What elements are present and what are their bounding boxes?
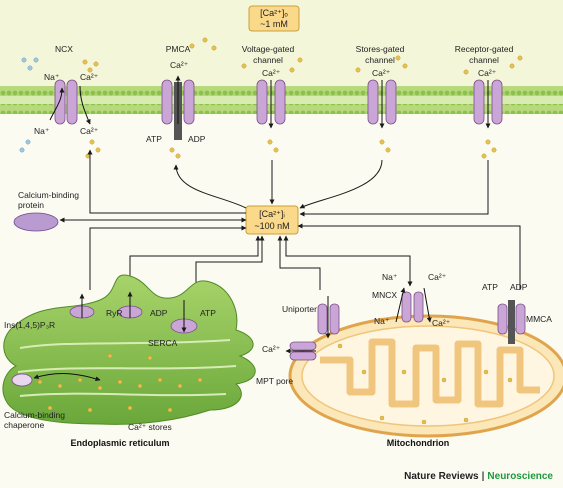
sgc-ca-out: Ca²⁺ (372, 68, 391, 78)
mncx-ca-out: Ca²⁺ (428, 272, 447, 282)
er-title: Endoplasmic reticulum (70, 438, 169, 448)
voltage-gated-label-2: channel (253, 55, 283, 65)
journal-name: Nature Reviews (404, 471, 479, 482)
mito-uniporter (317, 296, 340, 339)
mito-atp: ATP (482, 282, 498, 292)
er-atp-label: ATP (200, 308, 216, 318)
mpt-pore (285, 341, 317, 361)
intracellular-ca-label: [Ca²⁺]ᵢ (259, 209, 285, 219)
ncx-na-in: Na⁺ (34, 126, 50, 136)
sodium-ions (19, 57, 39, 153)
receptor-gated-label-2: channel (469, 55, 499, 65)
credit-separator: | (481, 471, 485, 482)
stores-gated-label-2: channel (365, 55, 395, 65)
calcium-ions (82, 37, 523, 159)
intracellular-ca-value: ~100 nM (254, 221, 289, 231)
ip3-receptor (69, 293, 95, 319)
flux-arrows (59, 149, 521, 290)
ncx-ca-out: Ca²⁺ (80, 72, 99, 82)
uniporter-label: Uniporter (282, 304, 317, 314)
pmca-adp: ADP (188, 134, 206, 144)
mmca-pump (497, 300, 526, 344)
mpt-pore-label: MPT pore (256, 376, 293, 386)
mito-adp: ADP (510, 282, 528, 292)
mncx-label: MNCX (372, 290, 397, 300)
receptor-gated-channel (473, 79, 503, 129)
chaperone-label-1: Calcium-binding (4, 410, 65, 420)
journal-credit: Nature Reviews|Neuroscience (404, 471, 553, 482)
ncx-na-out: Na⁺ (44, 72, 60, 82)
ryanodine-receptor (117, 291, 143, 319)
mncx-exchanger (395, 287, 432, 323)
intracellular-concentration-box: [Ca²⁺]ᵢ ~100 nM (245, 205, 299, 235)
voltage-gated-channel (256, 79, 286, 129)
binding-protein-label-1: Calcium-binding (18, 190, 79, 200)
er-adp-label: ADP (150, 308, 168, 318)
ncx-exchanger (49, 79, 91, 125)
chaperone-label-2: chaperone (4, 420, 44, 430)
calcium-binding-chaperone (11, 373, 101, 387)
mncx-na-in: Na⁺ (374, 316, 390, 326)
rgc-ca-out: Ca²⁺ (478, 68, 497, 78)
journal-brand: Neuroscience (487, 471, 553, 482)
mitochondrion (288, 314, 563, 438)
pmca-label: PMCA (166, 44, 191, 54)
pmca-atp: ATP (146, 134, 162, 144)
endoplasmic-reticulum (2, 274, 256, 425)
extracellular-ca-value: ~1 mM (260, 19, 288, 29)
ca-stores-label: Ca²⁺ stores (128, 422, 172, 432)
ryr-label: RyR (106, 308, 123, 318)
binding-protein-label-2: protein (18, 200, 44, 210)
mmca-label: MMCA (526, 314, 552, 324)
serca-pump (170, 300, 198, 334)
mncx-ca-in: Ca²⁺ (432, 318, 451, 328)
stores-gated-label-1: Stores-gated (356, 44, 405, 54)
extracellular-ca-label: [Ca²⁺]ₒ (260, 8, 288, 18)
pmca-pump (161, 75, 195, 140)
vgc-ca-out: Ca²⁺ (262, 68, 281, 78)
receptor-gated-label-1: Receptor-gated (455, 44, 514, 54)
serca-label: SERCA (148, 338, 178, 348)
mito-title: Mitochondrion (387, 438, 450, 448)
mncx-na-out: Na⁺ (382, 272, 398, 282)
ip3r-label: Ins(1,4,5)P₃R (4, 320, 55, 330)
extracellular-concentration-box: [Ca²⁺]ₒ ~1 mM (248, 5, 300, 32)
calcium-binding-protein (13, 212, 59, 232)
stores-gated-channel (367, 79, 397, 129)
ncx-label: NCX (55, 44, 73, 54)
pmca-ca-out: Ca²⁺ (170, 60, 189, 70)
mpt-ca-label: Ca²⁺ (262, 344, 281, 354)
ncx-ca-in: Ca²⁺ (80, 126, 99, 136)
voltage-gated-label-1: Voltage-gated (242, 44, 295, 54)
